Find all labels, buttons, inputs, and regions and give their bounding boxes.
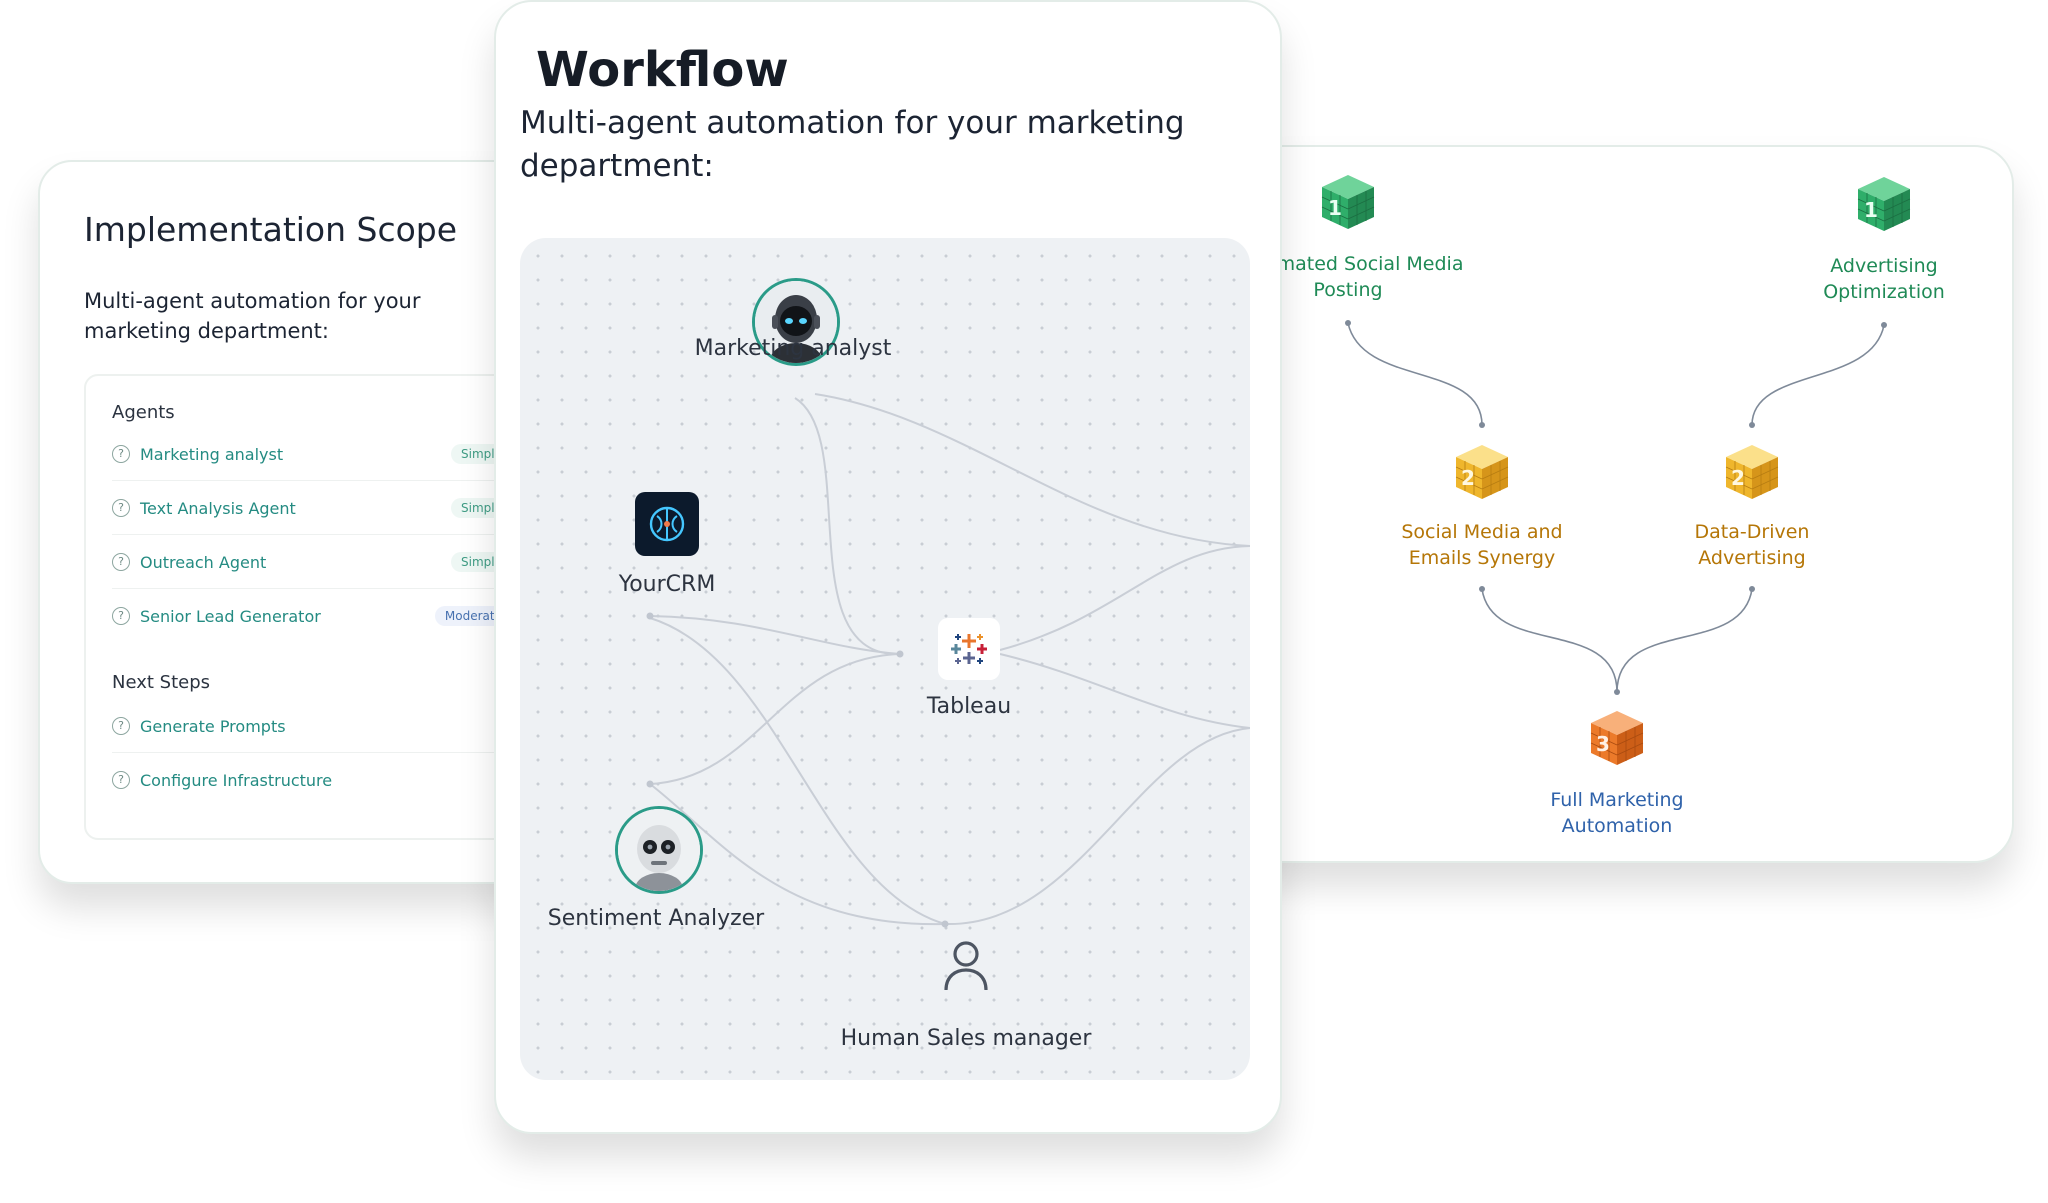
sentiment-analyzer-avatar[interactable] [615,806,703,894]
agent-label: Outreach Agent [140,552,267,572]
robot-head-icon [618,809,700,891]
yourcrm-logo[interactable] [635,492,699,556]
cube-number: 3 [1596,732,1610,756]
help-circle-icon: ? [112,717,130,735]
cube-level-3-icon: 3 [1590,711,1644,765]
complexity-badge: Moderate [434,606,512,626]
scope-title: Implementation Scope [84,210,458,249]
agent-label: Text Analysis Agent [140,498,296,518]
connector-dot [1479,586,1485,592]
help-circle-icon: ? [112,607,130,625]
connector-line [999,545,1250,651]
agent-row-outreach[interactable]: ? Outreach Agent Simple [112,536,512,589]
robot-icon [755,281,837,363]
workflow-card: Workflow Multi-agent automation for your… [494,0,1282,1134]
level-label-social-media-posting: Automated Social Media Posting [1232,253,1464,301]
connector-line [649,653,901,785]
node-label-marketing-analyst: Marketing analyst [694,336,892,361]
connector-line [1751,324,1885,426]
level-label-advertising-optimization: Advertising Optimization [1823,255,1945,303]
workflow-canvas[interactable]: Marketing analyst YourCRM [520,238,1250,1080]
level-label-data-driven-advertising: Data-Driven Advertising [1694,521,1810,569]
connector-dot [1479,422,1485,428]
brain-icon [649,506,685,542]
connector-line [1481,588,1618,693]
step-label: Generate Prompts [140,716,286,736]
level-label-social-emails-synergy: Social Media and Emails Synergy [1401,521,1563,569]
cube-level-1-icon: 1 [1857,177,1911,231]
help-circle-icon: ? [112,445,130,463]
cube-level-1-icon: 1 [1321,175,1375,229]
connector-line [649,617,946,925]
agent-row-marketing-analyst[interactable]: ? Marketing analyst Simple [112,428,512,481]
workflow-title: Workflow [536,42,789,98]
tableau-icon [951,634,987,664]
node-label-yourcrm: YourCRM [618,572,716,597]
help-circle-icon: ? [112,499,130,517]
agents-section-title: Agents [112,402,175,423]
cube-number: 1 [1864,198,1878,222]
agent-label: Marketing analyst [140,444,284,464]
connector-line [649,615,901,655]
workflow-description: Multi-agent automation for your marketin… [520,105,1185,184]
node-label-sentiment-analyzer: Sentiment Analyzer [547,906,765,931]
connector-dot [1614,689,1620,695]
connector-line [814,393,1250,547]
scope-panel: Agents ? Marketing analyst Simple ? Text… [84,374,548,840]
connector-dot [1749,422,1755,428]
connector-line [944,727,1250,926]
connector-line [1347,322,1483,426]
cube-number: 1 [1328,196,1342,220]
connector-dot [1345,320,1351,326]
automation-roadmap-card: 1 1 2 2 3 Automated Social Media Posting… [1230,145,2014,863]
connector-dot [646,612,654,620]
connector-dot [1881,322,1887,328]
connector-line [649,783,946,926]
cube-number: 2 [1461,466,1475,490]
marketing-analyst-avatar[interactable] [752,278,840,366]
connector-line [999,653,1250,729]
agent-row-senior-lead-generator[interactable]: ? Senior Lead Generator Moderate [112,590,512,642]
cube-level-2-icon: 2 [1455,445,1509,499]
roadmap-connectors [1345,320,1887,695]
next-step-configure-infrastructure[interactable]: ? Configure Infrastructure [112,754,512,806]
cube-level-2-icon: 2 [1725,445,1779,499]
agent-label: Senior Lead Generator [140,606,321,626]
connector-dot [1749,586,1755,592]
person-icon [944,941,988,991]
connector-line [1616,588,1753,693]
step-label: Configure Infrastructure [140,770,333,790]
help-circle-icon: ? [112,771,130,789]
next-steps-section-title: Next Steps [112,672,211,693]
level-label-full-marketing-automation: Full Marketing Automation [1550,789,1684,837]
connector-dot [646,780,654,788]
tableau-logo[interactable] [938,618,1000,680]
next-step-generate-prompts[interactable]: ? Generate Prompts [112,700,512,753]
node-label-tableau: Tableau [926,694,1012,719]
workflow-connectors [646,393,1250,928]
connector-line [794,397,901,656]
help-circle-icon: ? [112,553,130,571]
scope-description: Multi-agent automation for your marketin… [84,289,421,343]
agent-row-text-analysis[interactable]: ? Text Analysis Agent Simple [112,482,512,535]
connector-dot [941,920,949,928]
node-label-human-sales-manager: Human Sales manager [840,1026,1092,1051]
connector-dot [896,650,904,658]
cube-number: 2 [1731,466,1745,490]
